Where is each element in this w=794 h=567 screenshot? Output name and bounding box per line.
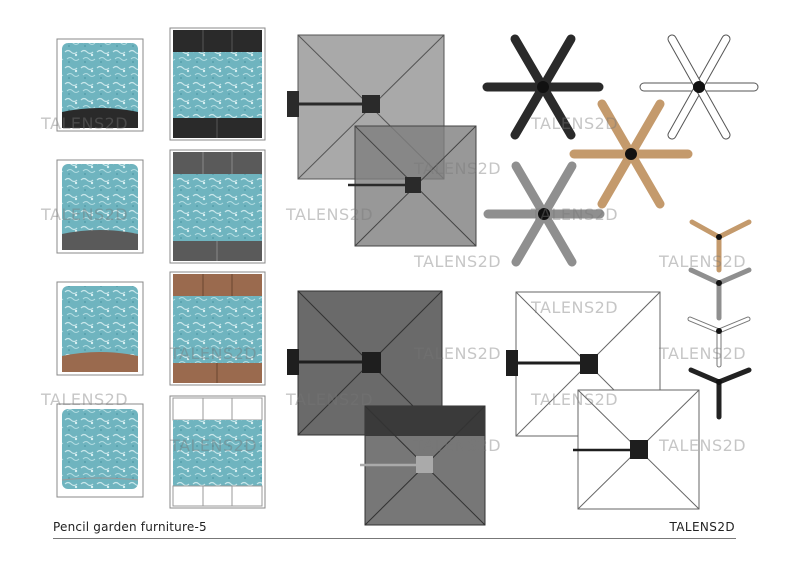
bottom-divider — [53, 538, 736, 539]
six-arm-umbrella-black — [482, 34, 604, 140]
six-arm-umbrella-gray — [483, 161, 605, 267]
six-arm-umbrella-white — [639, 34, 759, 140]
lounger-double-black — [169, 27, 266, 141]
lounger-double-white — [169, 395, 266, 509]
square-umbrella-white-front — [573, 389, 700, 510]
three-arm-umbrella-wood — [689, 219, 752, 273]
lounger-double-wood — [169, 271, 266, 386]
square-umbrella-gray-front — [348, 125, 477, 247]
lounger-double-dark-gray — [169, 149, 266, 264]
three-arm-umbrella-black — [688, 367, 752, 420]
lounger-single-dark-gray — [56, 159, 144, 254]
six-arm-umbrella-wood — [569, 99, 693, 209]
lounger-single-white — [56, 403, 144, 498]
lounger-single-black — [56, 38, 144, 132]
sheet-caption: Pencil garden furniture-5 — [53, 520, 207, 534]
square-umbrella-dark-front — [360, 405, 486, 526]
brand-label: TALENS2D — [669, 520, 735, 534]
lounger-single-wood — [56, 281, 144, 376]
three-arm-umbrella-gray — [688, 267, 752, 321]
three-arm-umbrella-white — [687, 316, 751, 368]
